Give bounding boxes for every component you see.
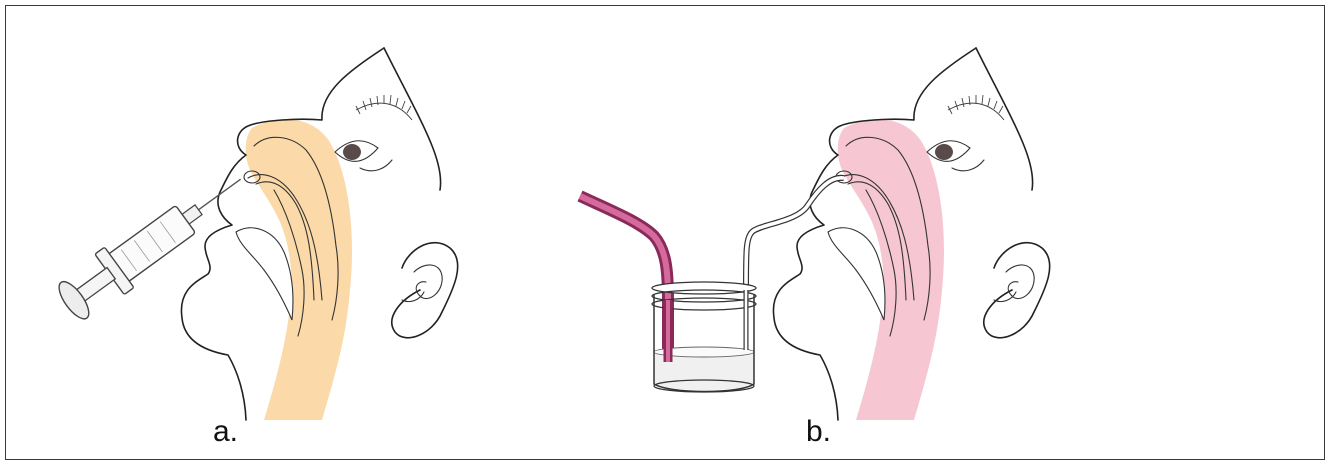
panel-a-label: a. xyxy=(213,417,238,447)
panel-b-label: b. xyxy=(806,417,831,447)
panel-a-tissue xyxy=(246,119,352,420)
vacuum-tube xyxy=(580,196,668,362)
panel-b-illustration xyxy=(773,48,1049,420)
panel-b-tissue xyxy=(838,119,944,420)
panel-a-illustration xyxy=(52,48,458,420)
